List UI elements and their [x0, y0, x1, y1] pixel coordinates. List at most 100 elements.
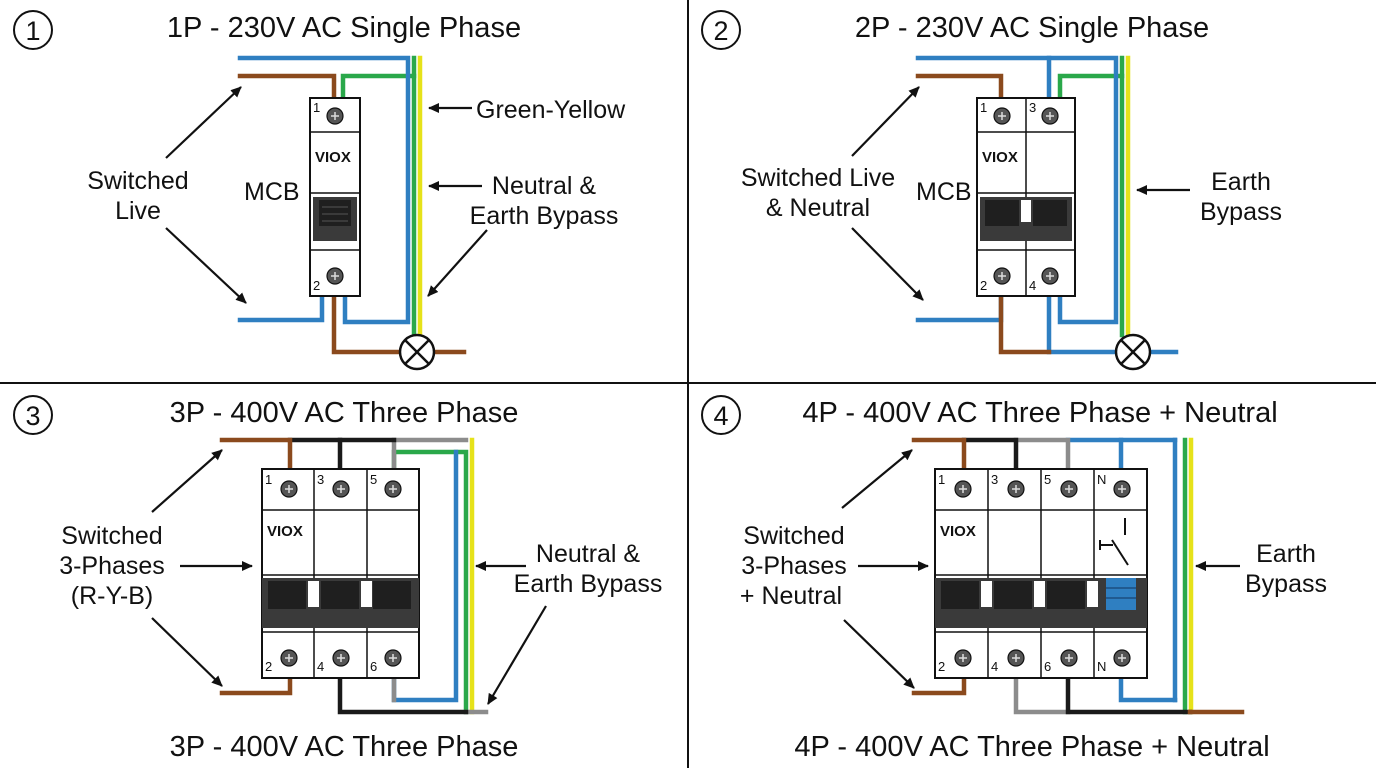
annotation-label: Bypass [1245, 570, 1327, 598]
breaker-1p: 1 2 VIOX [309, 97, 361, 297]
pointer-arrow [151, 449, 223, 513]
brand-label: VIOX [982, 149, 1018, 166]
blue-neutral-wire [1118, 675, 1178, 703]
terminal-number: 2 [313, 278, 320, 293]
annotation-label: Earth Bypass [514, 570, 663, 598]
blue-neutral-wire [237, 55, 411, 325]
terminal-number: 1 [313, 100, 320, 115]
toggle-lever-icon [980, 197, 1072, 241]
screw-icon [384, 480, 402, 498]
screw-icon [1113, 649, 1131, 667]
terminal-number: 6 [370, 659, 377, 674]
grey-phase-wire [1013, 675, 1071, 715]
toggle-lever-icon [935, 578, 1147, 628]
breaker-3p: 1 3 5 2 4 6 VIOX [261, 468, 420, 679]
panel-footer: 3P - 400V AC Three Phase [170, 731, 519, 763]
terminal-number: N [1097, 659, 1106, 674]
panel-4: 4 4P - 400V AC Three Phase + Neutral 4P … [701, 395, 1327, 763]
pointer-arrow [165, 227, 247, 304]
annotation-label: Live [115, 197, 161, 225]
panel-3: 3 3P - 400V AC Three Phase 3P - 400V AC … [13, 395, 663, 763]
screw-icon [1060, 649, 1078, 667]
panel-number-circle [13, 10, 53, 50]
annotation-label: Neutral & [536, 540, 641, 568]
panel-number: 1 [25, 16, 40, 46]
screw-icon [280, 480, 298, 498]
pointer-arrow [427, 229, 488, 297]
panel-number-circle [701, 10, 741, 50]
breaker-2p: 1 3 2 4 VIOX [976, 97, 1076, 297]
black-phase-wire [337, 675, 469, 715]
panel-title: 3P - 400V AC Three Phase [170, 397, 519, 429]
panel-title: 1P - 230V AC Single Phase [167, 12, 521, 44]
screw-icon [954, 649, 972, 667]
terminal-number: 1 [265, 472, 272, 487]
panel-1: 1 1P - 230V AC Single Phase 1 2 VIOX [13, 10, 626, 371]
annotation-label: Bypass [1200, 198, 1282, 226]
screw-icon [954, 480, 972, 498]
pointer-arrow [841, 449, 913, 509]
black-phase-wire [1065, 675, 1193, 715]
panel-number: 4 [713, 401, 728, 431]
screw-icon [993, 107, 1011, 125]
screw-icon [1113, 480, 1131, 498]
brown-live-wire [219, 675, 293, 696]
pointer-arrow [151, 617, 223, 687]
pointer-arrow [843, 619, 915, 689]
grey-phase-wire [1013, 437, 1071, 472]
terminal-number: 2 [938, 659, 945, 674]
panel-footer: 4P - 400V AC Three Phase + Neutral [794, 731, 1269, 763]
annotation-label: & Neutral [766, 194, 870, 222]
screw-icon [993, 267, 1011, 285]
screw-icon [280, 649, 298, 667]
device-label: MCB [244, 178, 300, 206]
screw-icon [332, 480, 350, 498]
brown-live-wire [998, 293, 1052, 355]
panel-number: 3 [25, 401, 40, 431]
annotation-label: 3-Phases [741, 552, 847, 580]
screw-icon [1007, 480, 1025, 498]
screw-icon [326, 267, 344, 285]
brown-live-wire [911, 675, 967, 696]
brand-label: VIOX [315, 149, 351, 166]
screw-icon [1060, 480, 1078, 498]
breaker-4p: 1 3 5 N 2 4 6 N VIOX [934, 468, 1148, 679]
panel-number: 2 [713, 16, 728, 46]
terminal-number: 5 [370, 472, 377, 487]
green-wire [340, 73, 417, 101]
brown-live-wire [911, 437, 967, 472]
pointer-arrow [851, 227, 924, 301]
screw-icon [384, 649, 402, 667]
terminal-number: 2 [265, 659, 272, 674]
toggle-lever-icon [313, 197, 357, 241]
annotation-label: Switched [87, 167, 188, 195]
annotation-label: Earth [1211, 168, 1271, 196]
terminal-number: 3 [1029, 100, 1036, 115]
annotation-label: Switched [743, 522, 844, 550]
annotation-label: Switched [61, 522, 162, 550]
brown-live-wire [237, 73, 337, 101]
screw-icon [1041, 107, 1059, 125]
terminal-number: 2 [980, 278, 987, 293]
brown-live-wire [915, 73, 1004, 101]
terminal-number: 6 [1044, 659, 1051, 674]
device-label: MCB [916, 178, 972, 206]
brown-live-wire [331, 293, 401, 355]
brand-label: VIOX [267, 523, 303, 540]
panel-number-circle [701, 395, 741, 435]
panel-title: 4P - 400V AC Three Phase + Neutral [802, 397, 1277, 429]
annotation-label: + Neutral [740, 582, 842, 610]
panel-2: 2 2P - 230V AC Single Phase 1 3 2 4 [701, 10, 1282, 371]
annotation-label: Switched Live [741, 164, 895, 192]
brown-live-wire [219, 437, 293, 472]
terminal-number: 3 [991, 472, 998, 487]
annotation-label: 3-Phases [59, 552, 165, 580]
terminal-number: 4 [991, 659, 998, 674]
annotation-label: (R-Y-B) [71, 582, 153, 610]
toggle-lever-icon [262, 578, 419, 628]
screw-icon [1007, 649, 1025, 667]
terminal-number: 1 [938, 472, 945, 487]
lamp-icon [1114, 333, 1152, 371]
screw-icon [326, 107, 344, 125]
